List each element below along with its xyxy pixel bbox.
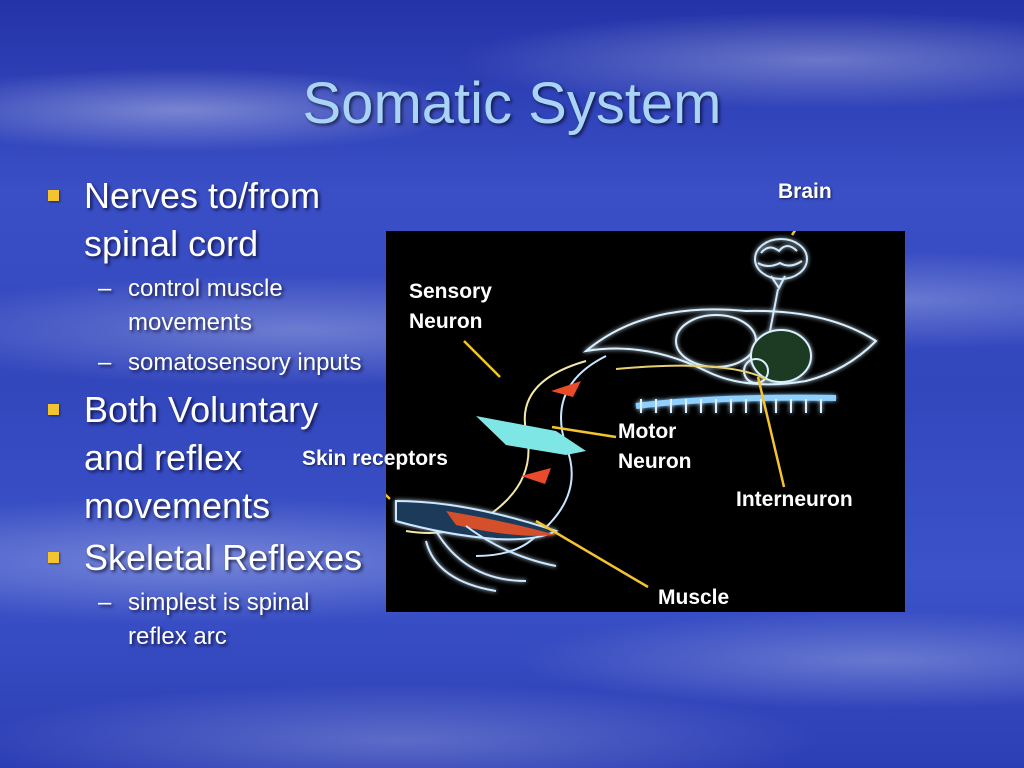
- sensory-neuron-leader-line: [463, 340, 501, 378]
- dash-bullet-icon: –: [98, 349, 112, 376]
- dash-bullet-icon: –: [98, 589, 112, 616]
- square-bullet-icon: [48, 404, 59, 415]
- bullet-item: Both Voluntary and reflex movements: [44, 386, 374, 530]
- muscle-label: Muscle: [658, 586, 730, 609]
- bullet-text: Both Voluntary and reflex movements: [84, 389, 319, 526]
- sub-bullet-text: simplest is spinal reflex arc: [128, 589, 310, 650]
- sub-bullet-text: somatosensory inputs: [128, 349, 362, 376]
- brain-leader-line: [790, 231, 797, 236]
- reflex-arc-figure: [386, 231, 905, 612]
- brain-drawing: [754, 238, 808, 332]
- bullet-item: Nerves to/from spinal cord: [44, 172, 374, 268]
- sensory-neuron-label: Sensory Neuron: [409, 280, 492, 333]
- muscle-leader-line: [535, 519, 649, 589]
- spinal-cord-drawing: [582, 308, 878, 413]
- square-bullet-icon: [48, 190, 59, 201]
- red-arrow-shape: [551, 381, 581, 397]
- sub-bullet-text: control muscle movements: [128, 275, 283, 336]
- sub-bullet-item: – somatosensory inputs: [44, 346, 374, 380]
- leader-lines: [386, 231, 797, 589]
- bullet-text: Skeletal Reflexes: [84, 537, 363, 578]
- red-arrow-shape: [521, 468, 551, 484]
- skin-receptors-label: Skin receptors: [302, 447, 448, 470]
- interneuron-leader-line: [756, 376, 786, 488]
- sub-bullet-item: – control muscle movements: [44, 272, 374, 340]
- skin-receptors-leader-line: [386, 493, 391, 500]
- cyan-arrow-shape: [476, 416, 586, 455]
- square-bullet-icon: [48, 552, 59, 563]
- reflex-arc-illustration: [395, 238, 878, 592]
- motor-neuron-leader-line: [551, 425, 617, 439]
- brain-label: Brain: [778, 180, 832, 203]
- bullet-item: Skeletal Reflexes: [44, 534, 374, 582]
- motor-neuron-label: Motor Neuron: [618, 420, 692, 473]
- dash-bullet-icon: –: [98, 275, 112, 302]
- bullet-list: Nerves to/from spinal cord – control mus…: [44, 172, 374, 660]
- sub-bullet-item: – simplest is spinal reflex arc: [44, 586, 374, 654]
- bullet-text: Nerves to/from spinal cord: [84, 175, 321, 264]
- interneuron-label: Interneuron: [736, 488, 853, 511]
- skin-and-muscle-drawing: [395, 499, 559, 592]
- slide-title: Somatic System: [302, 71, 722, 136]
